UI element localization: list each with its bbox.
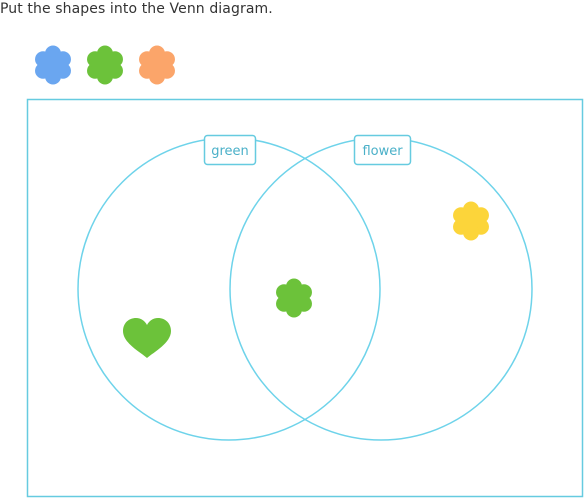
blue-flower-icon[interactable]	[35, 45, 71, 85]
venn-label-flower: flower	[353, 134, 412, 166]
venn-label-green-text: green	[211, 144, 249, 159]
venn-label-green: green	[203, 134, 257, 166]
orange-flower-icon[interactable]	[139, 45, 175, 85]
green-flower-icon[interactable]	[87, 45, 123, 85]
shape-tray	[35, 45, 175, 85]
venn-label-flower-text: flower	[362, 144, 403, 159]
instructions-text: Put the shapes into the Venn diagram.	[0, 1, 273, 17]
green-heart-icon[interactable]	[123, 318, 171, 358]
